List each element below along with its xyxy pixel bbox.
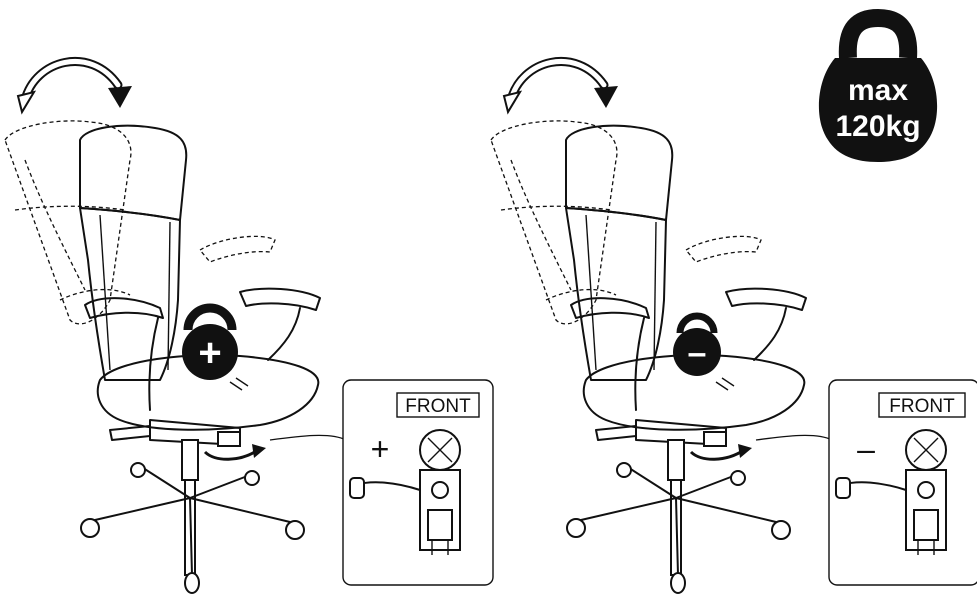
- max-weight-kettlebell-icon: max 120kg: [819, 18, 937, 162]
- panel-increase: [5, 61, 493, 593]
- detail-sign-right: –: [857, 431, 875, 467]
- front-label-right: FRONT: [889, 396, 955, 417]
- kettlebell-plus-symbol: +: [198, 331, 221, 375]
- max-weight-line2: 120kg: [835, 110, 920, 143]
- max-weight-line1: max: [848, 74, 908, 107]
- kettlebell-minus-symbol: –: [688, 334, 707, 372]
- kettlebell-minus-icon: –: [673, 316, 721, 376]
- kettlebell-plus-icon: +: [182, 308, 238, 380]
- detail-sign-left: +: [371, 431, 390, 467]
- front-label-left: FRONT: [405, 396, 471, 417]
